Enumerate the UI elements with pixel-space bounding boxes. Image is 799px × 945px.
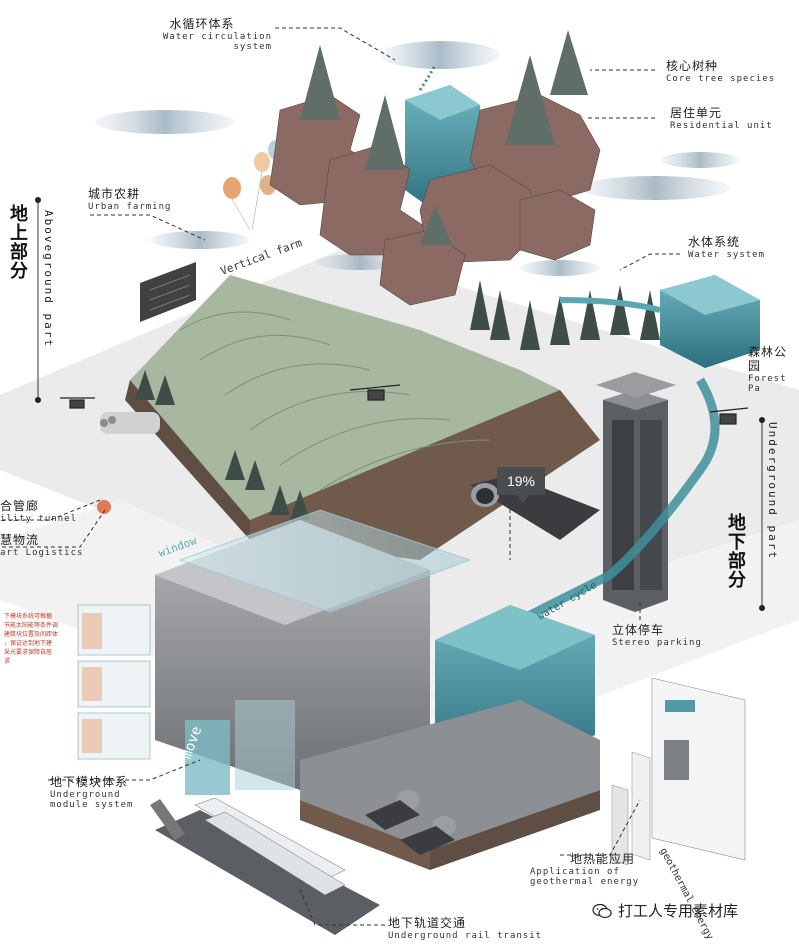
label-urban-farming: 城市农耕 Urban farming bbox=[88, 187, 172, 212]
cloud bbox=[660, 152, 740, 168]
label-en: Stereo parking bbox=[612, 637, 702, 648]
label-cn: 地下轨道交通 bbox=[388, 916, 467, 930]
heading-char: 下 bbox=[728, 531, 746, 553]
aboveground-heading-en: Aboveground part bbox=[42, 210, 55, 348]
label-core-tree: 核心树种 Core tree species bbox=[666, 59, 776, 84]
wechat-icon bbox=[592, 903, 612, 918]
underground-platform bbox=[300, 700, 600, 870]
cloud bbox=[380, 41, 500, 69]
heading-char: 分 bbox=[10, 260, 28, 282]
underground-heading-en: Underground part bbox=[766, 422, 779, 560]
label-cn: 核心树种 bbox=[666, 59, 719, 73]
cloud bbox=[580, 176, 730, 200]
note-line: 节能太阳能等条件调 bbox=[4, 622, 59, 629]
heading-char: 地 bbox=[10, 204, 28, 225]
residential-unit bbox=[419, 164, 541, 263]
label-en: art Logistics bbox=[0, 547, 84, 558]
label-smart-logistics: 慧物流 art Logistics bbox=[0, 533, 84, 558]
watermark-text: 打工人专用素材库 bbox=[618, 902, 739, 920]
label-underground-module: 地下模块体系 Underground module system bbox=[50, 775, 150, 811]
water-cycle-pipe bbox=[517, 377, 720, 625]
label-cn: 水循环体系 bbox=[169, 17, 235, 31]
label-residential: 居住单元 Residential unit bbox=[670, 106, 773, 131]
urban-farming-photo bbox=[140, 262, 196, 322]
residential-unit bbox=[519, 189, 596, 261]
percent-badge: 19% bbox=[497, 467, 545, 503]
note-line: ，保证达到地下建 bbox=[4, 640, 53, 647]
geothermal-panel-text: geothermal energy bbox=[657, 846, 715, 942]
drone bbox=[60, 397, 95, 409]
label-utility-tunnel: 合管廊 ility tunnel bbox=[0, 499, 78, 524]
tree bbox=[365, 95, 405, 170]
label-en: Residential unit bbox=[670, 120, 773, 131]
label-cn: 居住单元 bbox=[670, 106, 723, 120]
heading-char: 地 bbox=[728, 513, 746, 534]
label-rail-transit: 地下轨道交通 Underground rail transit bbox=[388, 916, 543, 941]
rail-transit bbox=[150, 797, 380, 935]
label-geothermal: 地热能应用 Application of geothermal energy bbox=[530, 852, 640, 888]
label-stereo-parking: 立体停车 Stereo parking bbox=[612, 623, 702, 648]
tree bbox=[300, 45, 340, 120]
tree bbox=[420, 205, 452, 245]
drones bbox=[60, 384, 749, 425]
leader-lines bbox=[2, 27, 680, 926]
label-en: Forest Pa bbox=[748, 373, 787, 394]
label-en: Underground module system bbox=[50, 789, 134, 811]
label-water-system: 水体系统 Water system bbox=[688, 235, 766, 260]
label-cn: 地热能应用 bbox=[570, 852, 636, 866]
heading-char: 分 bbox=[728, 569, 746, 591]
module-note: 下模块系统可根据 节能太阳能等条件调 建筑块位置及间距体 ，保证达到地下建 采光… bbox=[4, 612, 70, 666]
label-en: Core tree species bbox=[666, 73, 776, 84]
note-line: 下模块系统可根据 bbox=[4, 613, 53, 620]
drone bbox=[349, 384, 401, 401]
drone bbox=[709, 407, 749, 425]
label-cn: 慧物流 bbox=[0, 533, 40, 547]
water-system-box bbox=[559, 275, 760, 368]
label-cn: 水体系统 bbox=[688, 235, 741, 249]
stereo-parking-tower bbox=[596, 372, 676, 612]
terrace-lines bbox=[179, 311, 491, 491]
heading-char: 上 bbox=[10, 222, 28, 244]
label-cn: 城市农耕 bbox=[88, 187, 141, 201]
label-en: Underground rail transit bbox=[388, 930, 543, 941]
label-forest-park: 森林公园 Forest Pa bbox=[748, 345, 799, 394]
note-line: 建筑块位置及间距体 bbox=[4, 631, 59, 638]
logistics-node bbox=[97, 500, 111, 514]
facade-thumbnails bbox=[77, 604, 151, 760]
label-cn: 地下模块体系 bbox=[50, 775, 129, 789]
underground-block bbox=[155, 509, 472, 795]
label-water-circulation: 水循环体系 Water circulation system bbox=[132, 17, 272, 53]
label-en: Urban farming bbox=[88, 201, 172, 212]
balloon bbox=[223, 177, 241, 199]
cloud bbox=[95, 110, 235, 134]
tree bbox=[505, 55, 555, 145]
aboveground-heading: 地 上 部 分 bbox=[8, 204, 30, 282]
label-cn: 森林公园 bbox=[748, 345, 788, 373]
cloud bbox=[150, 231, 250, 249]
tree bbox=[550, 30, 588, 95]
label-cn: 合管廊 bbox=[0, 499, 40, 513]
heading-char: 部 bbox=[10, 241, 28, 263]
label-en: Water system bbox=[688, 249, 766, 260]
geothermal-panels bbox=[611, 677, 746, 866]
note-line: 采光要求保障自居 bbox=[4, 649, 53, 656]
label-en: Water circulation system bbox=[162, 31, 272, 53]
label-en: Application of geothermal energy bbox=[530, 866, 640, 888]
underground-heading: 地 下 部 分 bbox=[726, 513, 748, 591]
heading-char: 部 bbox=[728, 550, 746, 572]
residential-clusters bbox=[269, 94, 601, 306]
utility-pipes bbox=[100, 412, 160, 434]
note-line: 求 bbox=[4, 658, 11, 665]
balloon bbox=[254, 152, 270, 172]
label-en: ility tunnel bbox=[0, 513, 78, 524]
core-trees bbox=[300, 30, 588, 245]
label-cn: 立体停车 bbox=[612, 623, 665, 637]
cloud bbox=[520, 260, 600, 276]
watermark: 打工人专用素材库 bbox=[592, 900, 738, 921]
